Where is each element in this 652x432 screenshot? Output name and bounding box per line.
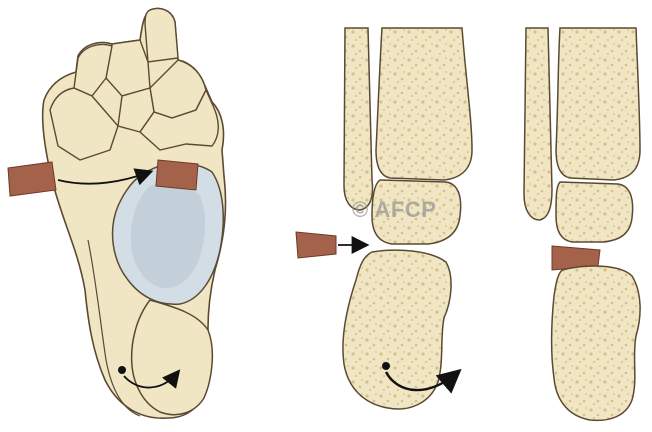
foot-dorsal-view bbox=[8, 9, 226, 419]
phalanx-bone bbox=[145, 9, 178, 63]
bone-graft-wedge bbox=[296, 232, 336, 258]
tibia bbox=[556, 28, 640, 180]
rotation-pivot bbox=[118, 366, 126, 374]
fibula bbox=[344, 28, 373, 210]
ankle-after-graft bbox=[524, 28, 640, 420]
watermark: © AFCP bbox=[352, 197, 436, 223]
bone-graft-wedge bbox=[156, 160, 198, 190]
rotation-pivot bbox=[382, 362, 390, 370]
bone-graft-wedge bbox=[8, 162, 56, 196]
calcaneus bbox=[552, 266, 640, 420]
tibia bbox=[376, 28, 472, 180]
fibula bbox=[524, 28, 552, 220]
talus bbox=[556, 182, 633, 242]
